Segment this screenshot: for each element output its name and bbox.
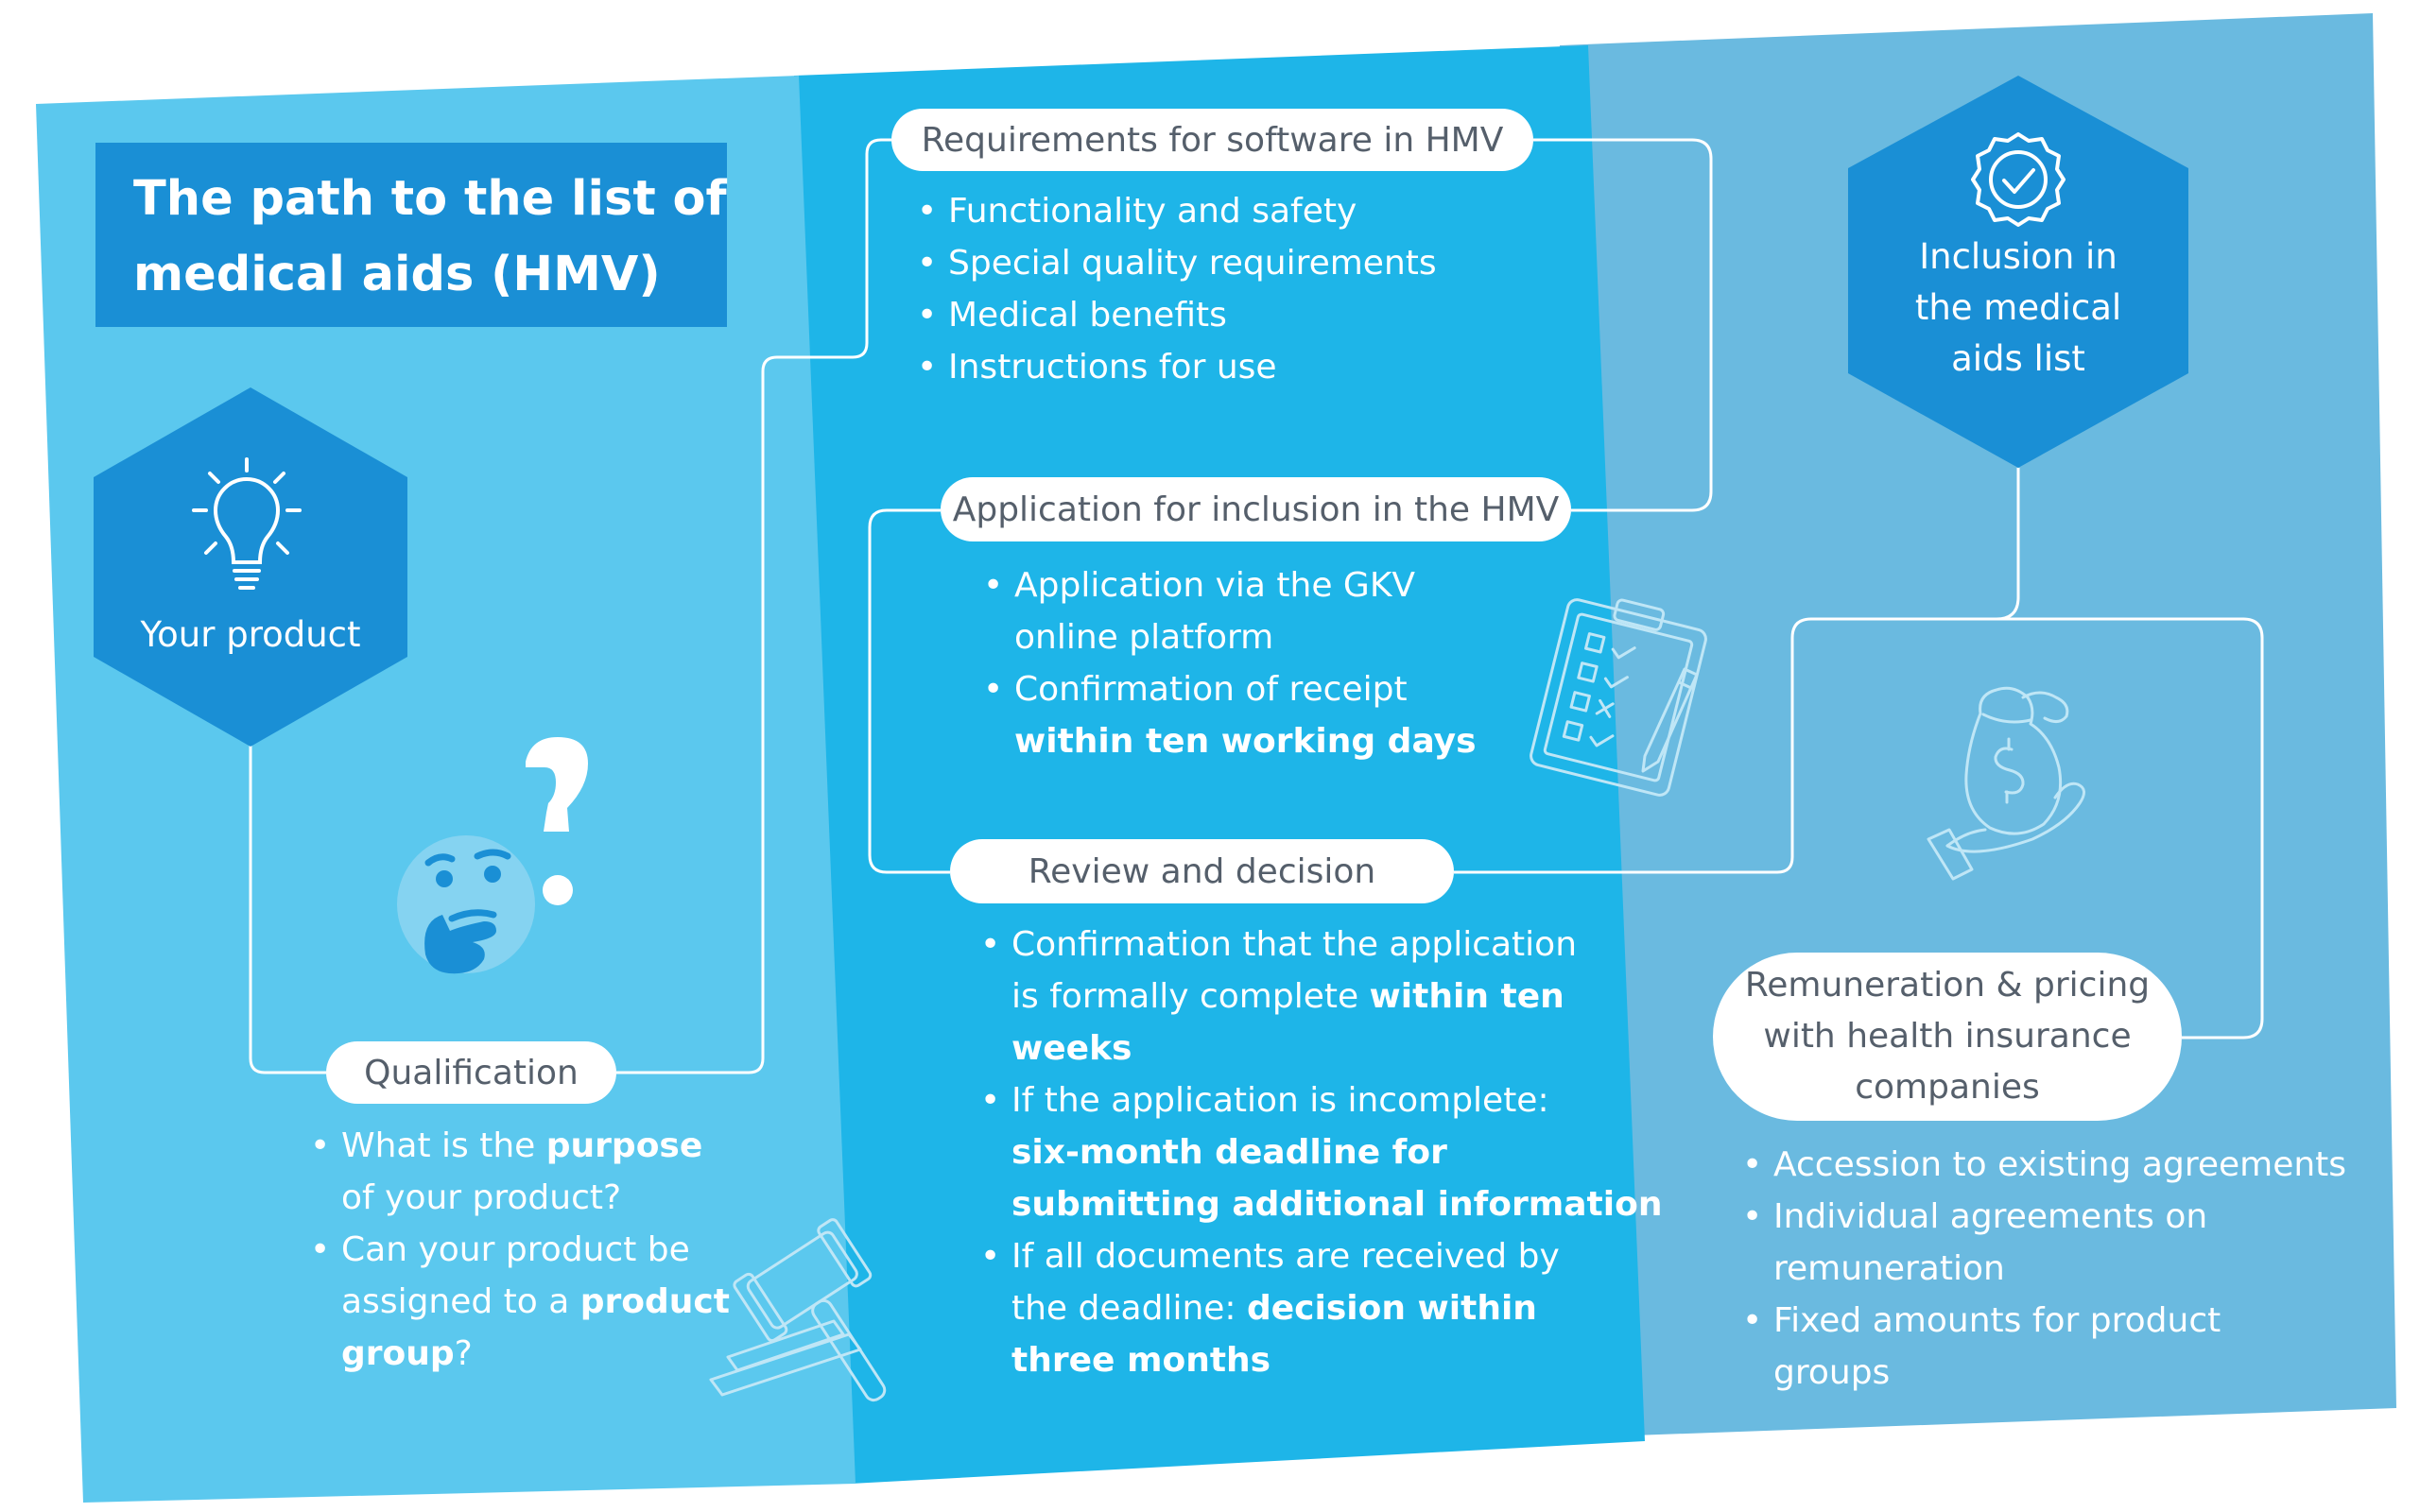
inclusion-label: Inclusion in the medical aids list — [1848, 232, 2188, 385]
your-product-hexagon — [94, 387, 407, 747]
list-item: Medical benefits — [917, 289, 1437, 341]
connector-lines — [249, 138, 2264, 1074]
application-pill: Application for inclusion in the HMV — [941, 477, 1571, 541]
title-line-1: The path to the list of — [133, 171, 727, 227]
diagram-title: The path to the list of medical aids (HM… — [95, 143, 727, 327]
review-pill: Review and decision — [950, 839, 1454, 903]
money-hand-icon — [1927, 686, 2085, 881]
clipboard-checklist-icon — [1530, 598, 1707, 797]
remuneration-label-line-3: companies — [1855, 1068, 2040, 1107]
list-item: Special quality requirements — [917, 237, 1437, 289]
remuneration-label-line-1: Remuneration & pricing — [1744, 966, 2151, 1005]
list-item: Instructions for use — [917, 341, 1437, 393]
gavel-icon — [709, 1218, 887, 1402]
qualification-pill: Qualification — [326, 1041, 616, 1104]
inclusion-label-line-3: aids list — [1951, 338, 2085, 379]
list-item: Accession to existing agreements — [1742, 1139, 2346, 1191]
your-product-label: Your product — [140, 614, 361, 655]
lightbulb-icon — [192, 457, 302, 590]
list-item: If the application is incomplete:six-mon… — [980, 1074, 1662, 1230]
requirements-pill: Requirements for software in HMV — [891, 109, 1533, 171]
remuneration-bullets: Accession to existing agreements Individ… — [1742, 1139, 2346, 1399]
thinking-face-icon — [397, 737, 588, 974]
list-item: Functionality and safety — [917, 185, 1437, 237]
remuneration-label-line-2: with health insurance — [1763, 1017, 2132, 1056]
inclusion-label-line-2: the medical — [1914, 287, 2122, 328]
verified-badge-icon — [1971, 132, 2066, 227]
title-line-2: medical aids (HMV) — [133, 247, 661, 302]
inclusion-label-line-1: Inclusion in — [1919, 236, 2118, 277]
requirements-bullets: Functionality and safety Special quality… — [917, 185, 1437, 393]
inclusion-hexagon — [1848, 76, 2188, 468]
remuneration-pill: Remuneration & pricing with health insur… — [1713, 953, 2182, 1121]
